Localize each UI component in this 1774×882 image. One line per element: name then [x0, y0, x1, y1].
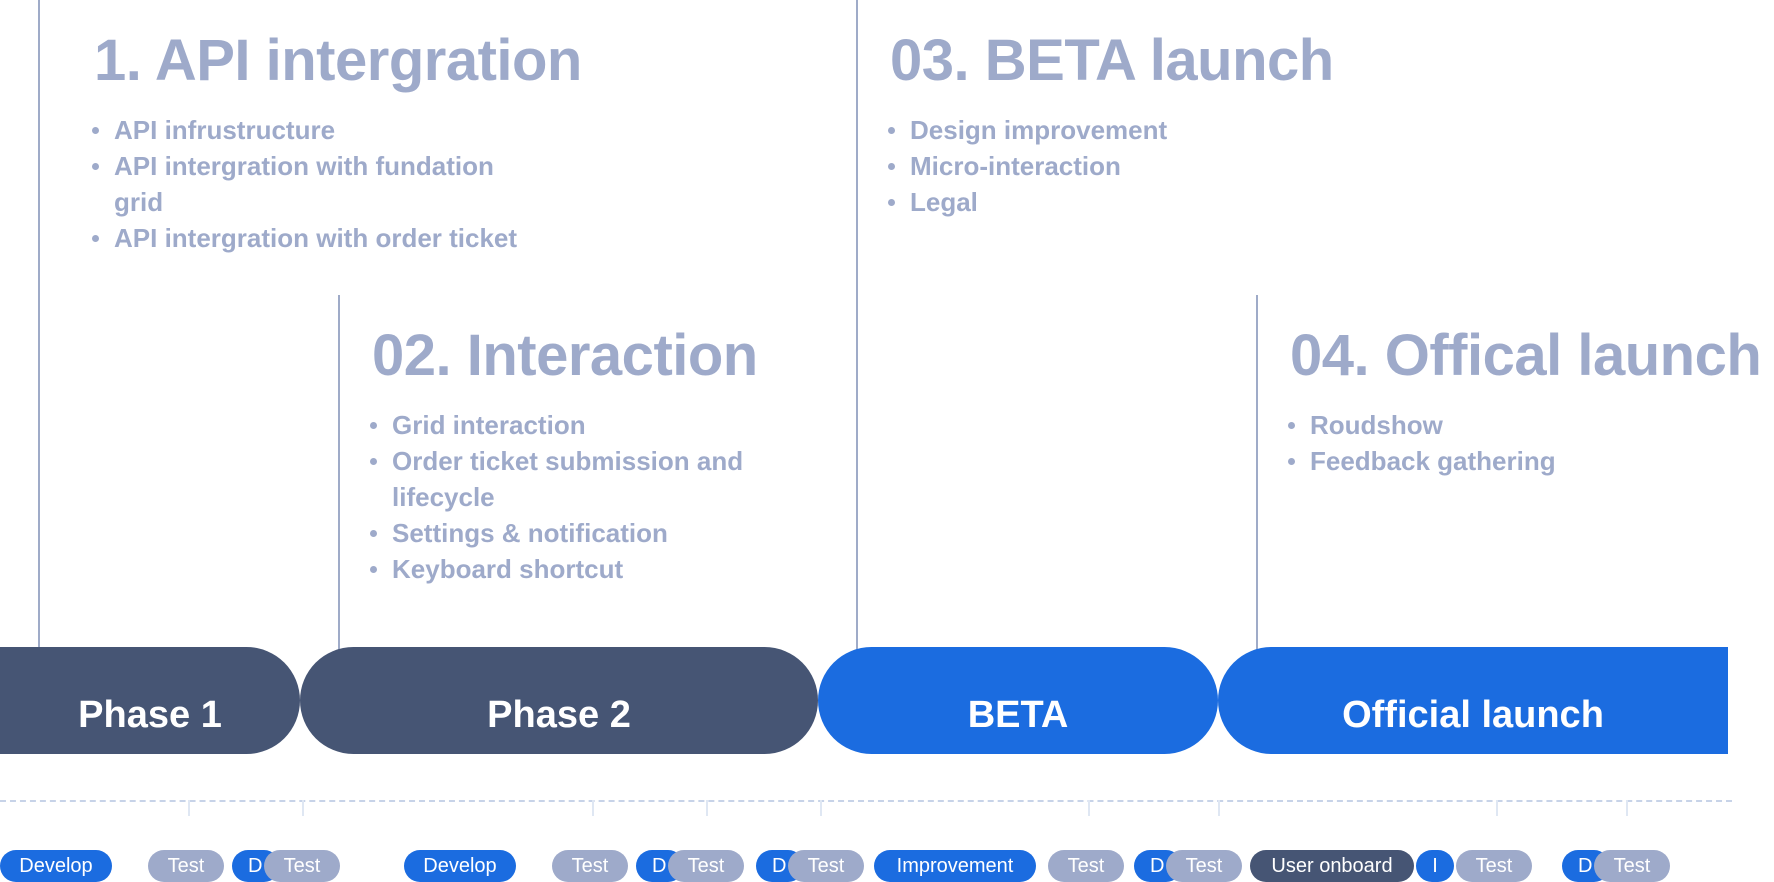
list-item: Legal — [888, 184, 1410, 220]
timeline-tick — [1626, 800, 1628, 816]
timeline-tick — [592, 800, 594, 816]
timeline-tick — [820, 800, 822, 816]
timeline-tick — [302, 800, 304, 816]
milestone-list: API infrustructure API intergration with… — [92, 112, 534, 256]
timeline-tick — [706, 800, 708, 816]
connector-line-3 — [856, 0, 858, 704]
list-item: Micro-interaction — [888, 148, 1410, 184]
task-pill[interactable]: Test — [148, 850, 224, 882]
beta-segment: BETA — [818, 647, 1218, 754]
list-item: API infrustructure — [92, 112, 534, 148]
timeline-dashed-line — [0, 800, 1732, 802]
task-pill[interactable]: Test — [1048, 850, 1124, 882]
task-pill[interactable]: Test — [552, 850, 628, 882]
milestone-official-launch: 04. Offical launch Roudshow Feedback gat… — [1288, 323, 1770, 479]
phase-label: Phase 1 — [78, 694, 222, 736]
connector-line-1 — [38, 0, 40, 704]
milestone-list: Grid interaction Order ticket submission… — [370, 407, 802, 587]
task-pill[interactable]: Test — [1166, 850, 1242, 882]
milestone-title: 1. API intergration — [94, 28, 582, 93]
timeline-tick — [1088, 800, 1090, 816]
milestone-beta-launch: 03. BETA launch Design improvement Micro… — [888, 28, 1410, 220]
task-pill[interactable]: Test — [1594, 850, 1670, 882]
timeline-tick — [1218, 800, 1220, 816]
milestone-api-integration: 1. API intergration API infrustructure A… — [92, 28, 582, 256]
list-item: API intergration with order ticket — [92, 220, 534, 256]
task-pill[interactable]: Develop — [404, 850, 516, 882]
phase-label: Phase 2 — [487, 694, 631, 736]
phase-label: Official launch — [1342, 694, 1604, 736]
task-pill[interactable]: Test — [264, 850, 340, 882]
list-item: Order ticket submission and lifecycle — [370, 443, 802, 515]
milestone-title: 04. Offical launch — [1290, 323, 1762, 388]
list-item: Feedback gathering — [1288, 443, 1770, 479]
milestone-title: 03. BETA launch — [890, 28, 1334, 93]
task-pill[interactable]: User onboard — [1250, 850, 1414, 882]
list-item: Design improvement — [888, 112, 1410, 148]
timeline-tick — [1496, 800, 1498, 816]
milestone-title: 02. Interaction — [372, 323, 758, 388]
list-item: Keyboard shortcut — [370, 551, 802, 587]
milestone-list: Roudshow Feedback gathering — [1288, 407, 1770, 479]
list-item: Grid interaction — [370, 407, 802, 443]
phase-label: BETA — [967, 694, 1069, 736]
connector-line-2 — [338, 295, 340, 700]
task-pill[interactable]: Test — [668, 850, 744, 882]
task-pill[interactable]: Test — [1456, 850, 1532, 882]
official-launch-segment: Official launch — [1218, 647, 1728, 754]
phase-2-segment: Phase 2 — [300, 647, 818, 754]
phase-1-segment: Phase 1 — [0, 647, 300, 754]
task-pill[interactable]: Develop — [0, 850, 112, 882]
list-item: Roudshow — [1288, 407, 1770, 443]
list-item: API intergration with fundation grid — [92, 148, 534, 220]
timeline-tick — [188, 800, 190, 816]
connector-line-4 — [1256, 295, 1258, 700]
task-pill[interactable]: Test — [788, 850, 864, 882]
task-pill[interactable]: I — [1416, 850, 1454, 882]
milestone-list: Design improvement Micro-interaction Leg… — [888, 112, 1410, 220]
list-item: Settings & notification — [370, 515, 802, 551]
task-pill[interactable]: Improvement — [874, 850, 1036, 882]
milestone-interaction: 02. Interaction Grid interaction Order t… — [370, 323, 802, 587]
